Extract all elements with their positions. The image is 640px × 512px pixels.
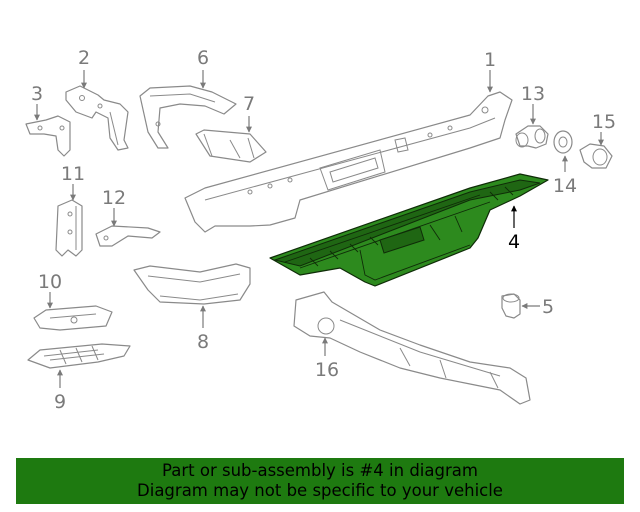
part-7-bracket[interactable] (195, 129, 267, 163)
callout-9[interactable]: 9 (54, 391, 66, 413)
callout-14[interactable]: 14 (553, 175, 577, 197)
diagram-notice-banner: Part or sub-assembly is #4 in diagram Di… (16, 458, 624, 504)
callout-16[interactable]: 16 (315, 359, 339, 381)
callout-12[interactable]: 12 (102, 187, 126, 209)
leader-arrows (34, 70, 604, 388)
part-4-step-pad[interactable] (269, 173, 549, 287)
part-2-bracket[interactable] (65, 85, 129, 151)
part-16-support-bracket[interactable] (293, 291, 531, 405)
part-13-fitting[interactable] (515, 125, 549, 149)
part-5-clip[interactable] (501, 293, 521, 319)
callout-numbers: 1 2 3 4 5 6 7 8 9 10 11 12 13 14 15 16 (31, 47, 616, 413)
part-10-step-pad[interactable] (33, 305, 113, 331)
callout-15[interactable]: 15 (592, 111, 616, 133)
callout-6[interactable]: 6 (197, 47, 209, 69)
part-8-end-step[interactable] (133, 263, 251, 305)
callout-3[interactable]: 3 (31, 83, 43, 105)
part-11-bracket[interactable] (55, 199, 83, 257)
part-9-step-plate[interactable] (27, 343, 131, 369)
callout-8[interactable]: 8 (197, 331, 209, 353)
callout-13[interactable]: 13 (521, 83, 545, 105)
part-3-bracket[interactable] (25, 115, 71, 157)
callout-5[interactable]: 5 (542, 296, 554, 318)
banner-line-disclaimer: Diagram may not be specific to your vehi… (137, 481, 503, 500)
callout-10[interactable]: 10 (38, 271, 62, 293)
banner-line-part-info: Part or sub-assembly is #4 in diagram (162, 461, 478, 480)
part-14-washer[interactable] (553, 130, 573, 154)
callout-11[interactable]: 11 (61, 163, 85, 185)
callout-2[interactable]: 2 (78, 47, 90, 69)
callout-1[interactable]: 1 (484, 49, 496, 71)
callout-7[interactable]: 7 (243, 93, 255, 115)
part-1-bumper-face-bar[interactable] (184, 91, 513, 233)
part-15-grommet[interactable] (579, 143, 613, 169)
part-12-bracket[interactable] (95, 225, 161, 247)
part-6-end-cap[interactable] (139, 85, 237, 149)
callout-4[interactable]: 4 (508, 231, 520, 253)
